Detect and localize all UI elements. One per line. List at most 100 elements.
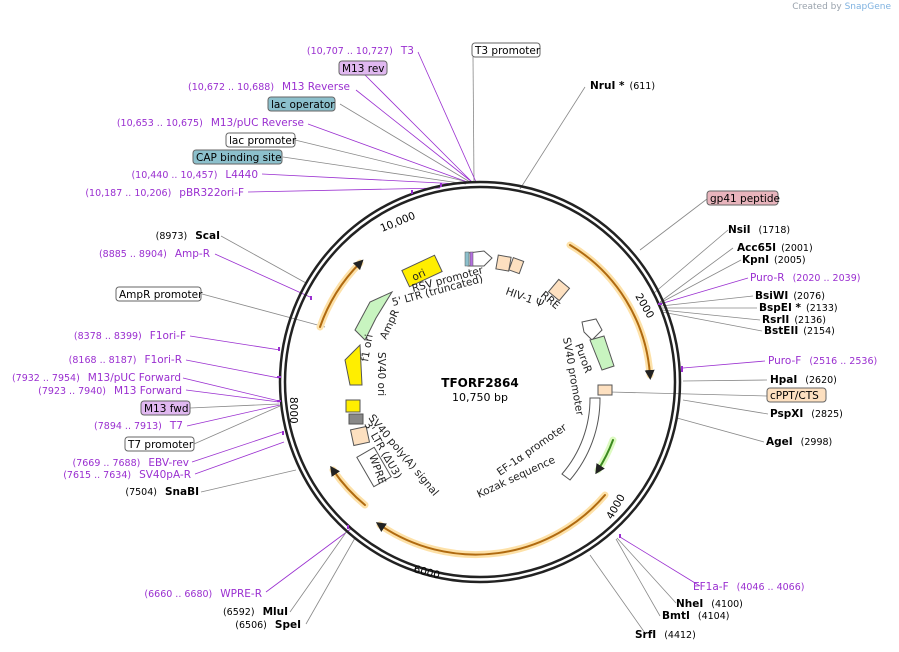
feature-f1-ori: f1 ori [359, 333, 376, 362]
svg-text:(10,707 .. 10,727)T3: (10,707 .. 10,727)T3 [307, 45, 414, 57]
svg-text:HpaI(2620): HpaI(2620) [770, 374, 837, 386]
feature-ampr: AmpR [378, 308, 402, 342]
primer-pbr322ori-f: pBR322ori-F [179, 187, 244, 199]
svg-text:PspXI(2825): PspXI(2825) [770, 408, 843, 420]
enzyme-bmti-pos: (4104) [698, 611, 730, 622]
svg-text:(7504)SnaBI: (7504)SnaBI [125, 486, 199, 498]
svg-text:(6506)SpeI: (6506) SpeI [235, 619, 301, 631]
enzyme-agei: AgeI [766, 436, 793, 448]
label-lac-operator: lac operator [271, 99, 335, 111]
svg-text:EF1a-F(4046 .. 4066): EF1a-F(4046 .. 4066) [693, 581, 804, 593]
primer-l4440: L4440 [225, 169, 258, 181]
primer-t7-pos: (7894 .. 7913) [94, 421, 162, 432]
svg-text:(8168 .. 8187)F1ori-R: (8168 .. 8187)F1ori-R [69, 354, 182, 366]
snapgene-brand: Created by SnapGene [792, 2, 891, 12]
svg-text:Puro-F(2516 .. 2536): Puro-F (2516 .. 2536) [768, 355, 877, 367]
svg-text:(8885 .. 8904)Amp-R: (8885 .. 8904) Amp-R [99, 248, 210, 260]
primers-right: Puro-R (2020 .. 2039) Puro-F (2516 .. 2536… [693, 272, 877, 593]
primer-ebv-rev: EBV-rev [148, 457, 189, 469]
svg-text:Puro-R(2020 .. 2039): Puro-R (2020 .. 2039) [750, 272, 860, 284]
svg-text:NheI(4100): NheI(4100) [676, 598, 743, 610]
enzyme-srfi: SrfI [635, 629, 656, 641]
enzyme-mlui-pos: (6592) [223, 607, 255, 618]
label-cppt-cts: cPPT/CTS [770, 390, 819, 402]
inner-features [344, 250, 615, 488]
enzyme-nrui: NruI * [590, 80, 625, 92]
enzyme-nhei: NheI [676, 598, 703, 610]
enzyme-acc65i-pos: (2001) [781, 243, 813, 254]
svg-text:(7669 .. 7688)EBV-rev: (7669 .. 7688) EBV-rev [73, 457, 190, 469]
primer-m13-forward: M13 Forward [114, 385, 182, 397]
enzyme-acc65i: Acc65I [737, 242, 776, 254]
feature-sv40-ori: SV40 ori [375, 352, 387, 396]
primer-sv40pa-r: SV40pA-R [139, 469, 191, 481]
enzyme-bsteii: BstEII [764, 325, 798, 337]
primer-amp-r: Amp-R [175, 248, 210, 260]
primer-f1ori-f: F1ori-F [150, 330, 186, 342]
enzyme-snabi: SnaBI [165, 486, 199, 498]
svg-text:(10,187 .. 10,206)pBR322ori-F: (10,187 .. 10,206) pBR322ori-F [85, 187, 244, 199]
enzyme-pspxi-pos: (2825) [811, 409, 843, 420]
primer-sv40pa-r-pos: (7615 .. 7634) [63, 470, 131, 481]
svg-text:(10,440 .. 10,457)L4440: (10,440 .. 10,457) L4440 [131, 169, 258, 181]
primer-puro-f: Puro-F [768, 355, 801, 367]
svg-text:(10,653 .. 10,675)M13/pUC Reve: (10,653 .. 10,675)M13/pUC Reverse [117, 117, 304, 129]
primer-ebv-rev-pos: (7669 .. 7688) [73, 458, 141, 469]
primer-puro-f-pos: (2516 .. 2536) [809, 356, 877, 367]
primer-m13puc-forward: M13/pUC Forward [88, 372, 181, 384]
svg-text:(7615 .. 7634)SV40pA-R: (7615 .. 7634) SV40pA-R [63, 469, 191, 481]
svg-text:NruI *(611): NruI * (611) [590, 80, 655, 92]
label-gp41-peptide: gp41 peptide [710, 193, 780, 205]
label-lac-promoter: lac promoter [229, 135, 297, 147]
enzyme-scai: ScaI [195, 230, 220, 242]
primer-m13puc-forward-pos: (7932 .. 7954) [12, 373, 80, 384]
backbone-outer-ring [278, 180, 682, 584]
primer-l4440-pos: (10,440 .. 10,457) [131, 170, 217, 181]
svg-text:BspEI *(2133): BspEI * (2133) [759, 302, 838, 314]
primer-t7: T7 [169, 420, 183, 432]
enzyme-kpni-pos: (2005) [774, 255, 806, 266]
enzyme-agei-pos: (2998) [801, 437, 833, 448]
enzyme-scai-pos: (8973) [156, 231, 188, 242]
svg-text:KpnI(2005): KpnI(2005) [742, 254, 806, 266]
primer-m13puc-reverse-pos: (10,653 .. 10,675) [117, 118, 203, 129]
svg-text:(8973)ScaI: (8973) ScaI [156, 230, 220, 242]
enzyme-rsrii: RsrII [762, 314, 789, 326]
orf-arcs [316, 241, 655, 558]
svg-text:(8378 .. 8399)F1ori-F: (8378 .. 8399)F1ori-F [74, 330, 186, 342]
primer-m13-reverse: M13 Reverse [282, 81, 350, 93]
enzyme-nrui-pos: (611) [630, 81, 656, 92]
enzyme-hpai: HpaI [770, 374, 797, 386]
enzyme-spei-pos: (6506) [235, 620, 267, 631]
label-m13-rev: M13 rev [342, 63, 385, 75]
enzyme-bmti: BmtI [662, 610, 690, 622]
label-m13-fwd: M13 fwd [144, 403, 189, 415]
primer-amp-r-pos: (8885 .. 8904) [99, 249, 167, 260]
primer-pbr322ori-f-pos: (10,187 .. 10,206) [85, 188, 171, 199]
snapgene-logo: SnapGene [844, 2, 891, 12]
svg-text:RsrII(2136): RsrII(2136) [762, 314, 826, 326]
feature-ori: ori [410, 267, 427, 284]
enzyme-bsteii-pos: (2154) [803, 326, 835, 337]
enzyme-bspei-pos: (2133) [806, 303, 838, 314]
svg-text:AgeI(2998): AgeI (2998) [766, 436, 832, 448]
enzyme-nsii: NsiI [728, 224, 751, 236]
enzyme-spei: SpeI [275, 619, 301, 631]
svg-text:(7894 .. 7913)T7: (7894 .. 7913) T7 [94, 420, 183, 432]
boxed-labels: T3 promoter M13 rev lac operator lac pro… [115, 42, 827, 452]
enzymes-right: NruI * (611) NsiI(1718) Acc65I (2001) KpnI… [590, 80, 843, 641]
enzymes-left: (8973)ScaI (7504)SnaBI (6592)MluI (6506)… [125, 230, 301, 631]
primer-puro-r: Puro-R [750, 272, 785, 284]
primer-f1ori-r-pos: (8168 .. 8187) [69, 355, 137, 366]
primer-wpre-r-pos: (6660 .. 6680) [144, 589, 212, 600]
label-cap-binding-site: CAP binding site [196, 152, 282, 164]
svg-text:NsiI(1718): NsiI(1718) [728, 224, 790, 236]
primer-puro-r-pos: (2020 .. 2039) [793, 273, 861, 284]
enzyme-bspei: BspEI * [759, 302, 802, 314]
svg-text:(7932 .. 7954)M13/pUC Forward: (7932 .. 7954) M13/pUC Forward [12, 372, 181, 384]
svg-text:BmtI(4104): BmtI (4104) [662, 610, 729, 622]
backbone-inner-ring [283, 185, 677, 579]
leader-lines [182, 51, 769, 634]
svg-text:(10,672 .. 10,688)M13 Reverse: (10,672 .. 10,688)M13 Reverse [188, 81, 350, 93]
